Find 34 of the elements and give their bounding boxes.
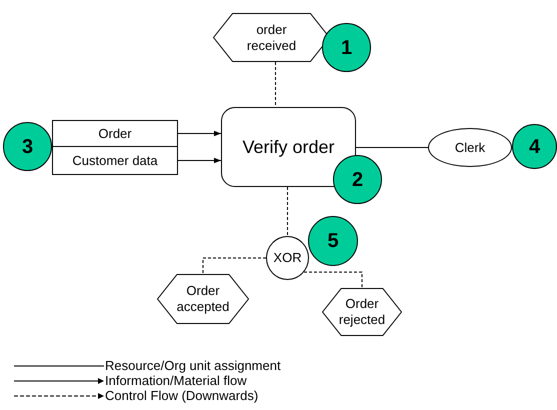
node-text: 4 xyxy=(528,134,540,160)
node-text: Clerk xyxy=(454,138,486,157)
node-text: Order rejected xyxy=(338,296,386,328)
legend-text: Resource/Org unit assignment xyxy=(105,358,281,373)
dashed-connector xyxy=(202,258,266,274)
node-text: Order accepted xyxy=(176,283,230,315)
dashed-connector xyxy=(287,186,288,236)
node-text: Verify order xyxy=(242,136,335,158)
node-text: 1 xyxy=(340,36,352,60)
node-text: 3 xyxy=(22,134,34,160)
node-text: Order xyxy=(98,124,132,143)
node-text: XOR xyxy=(273,249,302,268)
legend-text: Control Flow (Downwards) xyxy=(105,388,258,403)
node-text: 2 xyxy=(352,168,364,192)
connector xyxy=(356,147,428,148)
connector xyxy=(178,130,222,136)
number-badge xyxy=(333,155,382,204)
number-badge xyxy=(512,124,557,169)
data-box xyxy=(52,120,178,147)
connector xyxy=(178,158,222,164)
ellipse-node xyxy=(428,128,512,167)
number-badge xyxy=(308,216,358,266)
number-badge xyxy=(322,23,371,72)
node-text: 5 xyxy=(327,229,339,254)
data-box xyxy=(52,146,178,175)
dashed-connector xyxy=(304,272,362,288)
ellipse-node xyxy=(266,236,309,280)
event-hexagon xyxy=(322,288,402,336)
dashed-connector xyxy=(275,62,276,108)
event-hexagon xyxy=(157,274,249,324)
legend-text: Information/Material flow xyxy=(105,373,247,388)
node-text: Customer data xyxy=(72,152,158,170)
number-badge xyxy=(3,122,52,171)
node-text: order received xyxy=(246,22,298,54)
